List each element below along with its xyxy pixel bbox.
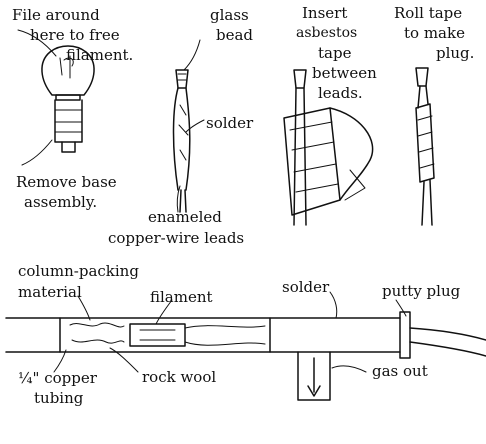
label-enameled-1: enameled bbox=[148, 208, 222, 226]
label-insert-2: asbestos bbox=[296, 25, 357, 41]
tee-fitting bbox=[297, 311, 486, 401]
insert-tape bbox=[283, 69, 374, 226]
label-insert-4: between bbox=[312, 64, 377, 82]
leader-packing bbox=[77, 295, 91, 321]
label-packing-2: material bbox=[18, 283, 82, 301]
leader-enameled bbox=[176, 185, 181, 213]
label-insert-3: tape bbox=[318, 44, 352, 62]
column-tube bbox=[5, 317, 401, 353]
label-remove-base-2: assembly. bbox=[24, 193, 97, 211]
label-roll-1: Roll tape bbox=[394, 4, 462, 22]
label-insert-1: Insert bbox=[302, 4, 347, 22]
label-file-around-2: here to free bbox=[30, 26, 120, 44]
label-file-around-3: filament. bbox=[66, 46, 133, 64]
leader-solder-bottom bbox=[329, 291, 338, 319]
label-packing-1: column-packing bbox=[18, 262, 139, 280]
label-roll-3: plug. bbox=[436, 44, 474, 62]
rolled-plug bbox=[415, 67, 435, 226]
light-bulb bbox=[41, 45, 95, 153]
leader-putty-plug bbox=[395, 299, 407, 317]
label-enameled-2: copper-wire leads bbox=[108, 229, 244, 247]
label-rock-wool: rock wool bbox=[142, 368, 216, 386]
label-copper-2: tubing bbox=[34, 389, 84, 407]
label-remove-base-1: Remove base bbox=[16, 173, 117, 191]
label-bead: bead bbox=[216, 26, 253, 44]
label-glass: glass bbox=[210, 6, 249, 24]
label-solder-top: solder bbox=[206, 114, 254, 132]
leader-remove-base bbox=[21, 139, 53, 166]
leader-rock-wool bbox=[109, 347, 139, 373]
label-file-around-1: File around bbox=[12, 6, 100, 24]
label-solder-bottom: solder bbox=[282, 278, 330, 296]
label-roll-2: to make bbox=[404, 24, 465, 42]
leader-file bbox=[17, 29, 57, 57]
label-gas-out: gas out bbox=[372, 362, 428, 380]
label-insert-5: leads. bbox=[318, 84, 363, 102]
leader-copper bbox=[53, 349, 67, 373]
leader-solder-top bbox=[185, 119, 205, 133]
label-putty-plug: putty plug bbox=[382, 282, 461, 300]
label-copper-1: ¼" copper bbox=[18, 369, 98, 387]
bead-leads bbox=[172, 69, 191, 213]
label-filament: filament bbox=[150, 288, 213, 306]
leader-gas-out bbox=[331, 365, 367, 373]
leader-filament bbox=[155, 299, 173, 325]
leader-glass-bead bbox=[183, 39, 201, 71]
